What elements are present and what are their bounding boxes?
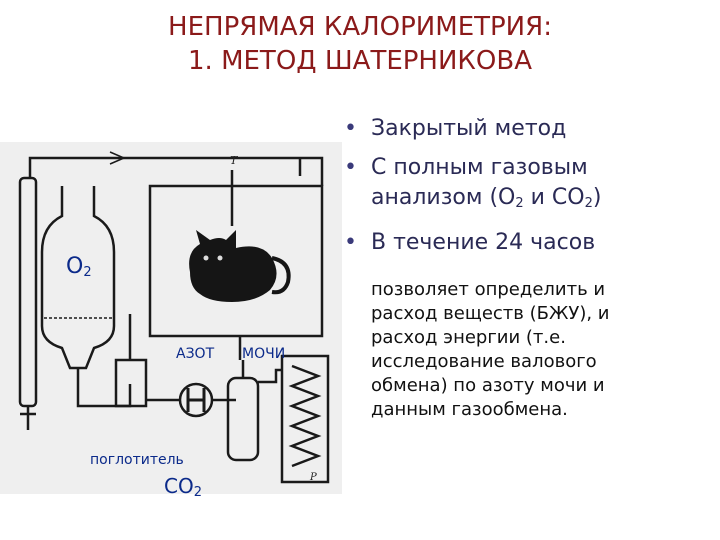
top-tube bbox=[28, 156, 324, 186]
bullet-text-continued: анализом (О2 и СО2) bbox=[371, 183, 714, 219]
animal-chamber bbox=[148, 184, 324, 338]
h-valve-icon bbox=[186, 388, 206, 412]
bullet-text: В течение 24 часов bbox=[371, 230, 596, 255]
condenser bbox=[280, 354, 330, 484]
cat-tail bbox=[271, 256, 291, 295]
bullet-text: С полным газовым bbox=[371, 155, 588, 180]
connecting-tube bbox=[76, 384, 132, 408]
bullet-fragment: ) bbox=[592, 185, 602, 210]
nitrogen-label: АЗОТ bbox=[176, 346, 215, 362]
flow-arrow-icon bbox=[109, 151, 126, 165]
title-line-2: 1. МЕТОД ШАТЕРНИКОВА bbox=[188, 46, 532, 76]
description-line: обмена) по азоту мочи и bbox=[371, 375, 605, 396]
subscript: 2 bbox=[584, 196, 593, 211]
title-line-1: НЕПРЯМАЯ КАЛОРИМЕТРИЯ: bbox=[168, 12, 552, 42]
bullet-dot-icon: • bbox=[344, 230, 357, 255]
condenser-coil bbox=[288, 364, 322, 468]
slide-title: НЕПРЯМАЯ КАЛОРИМЕТРИЯ: 1. МЕТОД ШАТЕРНИК… bbox=[0, 10, 720, 78]
cat-eye bbox=[203, 255, 209, 261]
cat-eye bbox=[217, 255, 223, 261]
bullet-text: Закрытый метод bbox=[371, 116, 567, 141]
label-text: О bbox=[66, 254, 84, 279]
bullet-list: • Закрытый метод • С полным газовым анал… bbox=[344, 114, 714, 267]
description-line: расход энергии (т.е. bbox=[371, 327, 566, 348]
shaternikov-apparatus-diagram: Т Р bbox=[0, 142, 342, 494]
bullet-fragment: и СО bbox=[523, 185, 585, 210]
oxygen-label: О2 bbox=[66, 254, 92, 280]
urine-label: МОЧИ bbox=[242, 346, 286, 362]
subscript: 2 bbox=[193, 485, 202, 500]
subscript: 2 bbox=[515, 196, 524, 211]
bullet-dot-icon: • bbox=[344, 116, 357, 141]
description-line: исследование валового bbox=[371, 351, 597, 372]
label-text: СО bbox=[164, 474, 194, 498]
description-line: позволяет определить и bbox=[371, 279, 606, 300]
bullet-fragment: анализом (О bbox=[371, 185, 516, 210]
description-text: позволяет определить и расход веществ (Б… bbox=[371, 278, 716, 422]
bullet-dot-icon: • bbox=[344, 155, 357, 180]
cat-silhouette bbox=[189, 230, 277, 302]
description-line: расход веществ (БЖУ), и bbox=[371, 303, 610, 324]
co2-label: СО2 bbox=[164, 474, 202, 500]
subscript: 2 bbox=[83, 265, 92, 280]
description-line: данным газообмена. bbox=[371, 399, 568, 420]
absorber-label: поглотитель bbox=[90, 452, 184, 468]
coil-inlet bbox=[258, 368, 282, 384]
bullet-item-duration: • В течение 24 часов bbox=[344, 228, 714, 258]
bullet-item-closed-method: • Закрытый метод bbox=[344, 114, 714, 144]
pressure-label: Р bbox=[309, 472, 317, 483]
bullet-item-gas-analysis: • С полным газовым анализом (О2 и СО2) bbox=[344, 153, 714, 219]
thermometer-label: Т bbox=[230, 154, 239, 167]
